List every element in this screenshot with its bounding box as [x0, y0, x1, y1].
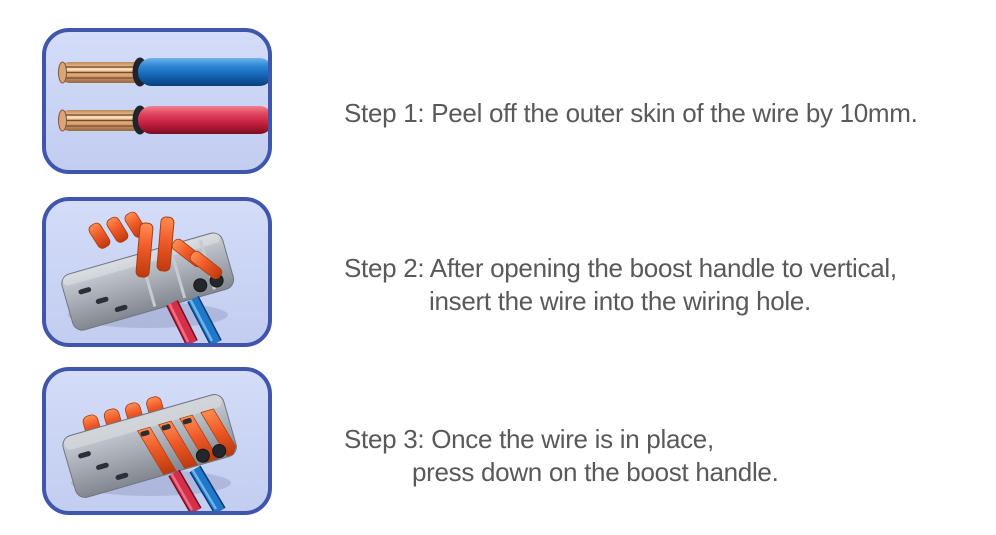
- boost-handle: [158, 420, 198, 469]
- fixing-slot: [115, 472, 129, 480]
- step-2-text: Step 2: After opening the boost handle t…: [344, 252, 897, 318]
- red-wire: [58, 105, 268, 135]
- step-2-image-panel: [42, 197, 272, 347]
- boost-handle: [179, 414, 219, 463]
- wiring-hole: [193, 278, 208, 293]
- inserted-wires: [166, 295, 222, 343]
- fixing-slot: [78, 287, 92, 295]
- step-3-image-panel: [42, 367, 272, 515]
- boost-handles-closed: [136, 408, 236, 475]
- step-2-line-2: insert the wire into the wiring hole.: [429, 286, 811, 316]
- connector-closed-illustration: [62, 394, 237, 511]
- fixing-slot: [78, 451, 91, 459]
- step-1-image-panel: [42, 28, 272, 174]
- step-3-text: Step 3: Once the wire is in place, press…: [344, 423, 779, 489]
- wiring-hole: [195, 448, 210, 463]
- stripped-wires-illustration: [58, 57, 268, 135]
- copper-end: [58, 109, 142, 132]
- boost-handles-raised: [135, 216, 175, 278]
- fixing-slot: [95, 296, 109, 304]
- step-1-line-1: Step 1: Peel off the outer skin of the w…: [344, 98, 918, 128]
- right-levers: [171, 238, 223, 280]
- step-3-line-1: Step 3: Once the wire is in place,: [344, 424, 714, 454]
- step-1-text: Step 1: Peel off the outer skin of the w…: [344, 97, 918, 130]
- blue-wire: [58, 57, 268, 87]
- connector-body: [62, 394, 237, 498]
- boost-handle: [136, 426, 177, 475]
- step-3-line-2: press down on the boost handle.: [412, 457, 779, 487]
- fixing-slot: [114, 304, 128, 313]
- fixing-slot: [96, 462, 109, 470]
- boost-handle: [156, 216, 175, 272]
- wiring-hole: [212, 444, 227, 459]
- boost-handle: [135, 222, 154, 278]
- red-insulation: [138, 106, 268, 134]
- step-2-line-1: Step 2: After opening the boost handle t…: [344, 253, 897, 283]
- inserted-wires: [168, 465, 226, 511]
- blue-insulation: [138, 58, 268, 86]
- connector-open-illustration: [61, 211, 235, 343]
- copper-end: [58, 61, 142, 84]
